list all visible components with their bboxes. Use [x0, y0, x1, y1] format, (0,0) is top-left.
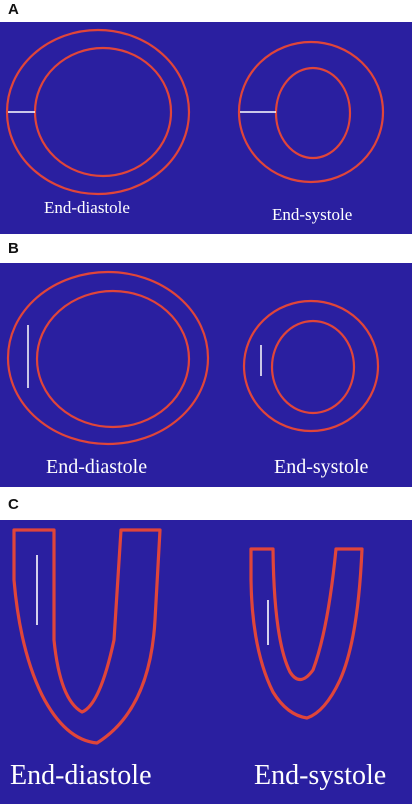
panel-c-letter: C	[8, 496, 19, 513]
c-end-diastole-label: End-diastole	[10, 760, 152, 791]
b-systole-outer-wall	[242, 299, 380, 433]
c-systole-wall-outline	[249, 547, 364, 720]
b-systole-inner-wall	[270, 319, 356, 415]
c-diastole-wall-outline	[12, 528, 162, 745]
panel-b-letter: B	[8, 240, 19, 257]
panel-b: End-diastole End-systole	[0, 263, 412, 487]
panel-a-diagram	[5, 28, 385, 196]
a-systole-outer-wall	[237, 40, 385, 184]
c-end-systole-label: End-systole	[254, 760, 387, 791]
panel-a: End-diastole End-systole	[0, 22, 412, 234]
a-diastole-inner-wall	[33, 46, 173, 178]
panel-c-diagram	[12, 528, 364, 745]
b-diastole-inner-wall	[35, 289, 191, 429]
b-end-systole-label: End-systole	[274, 456, 369, 478]
a-end-systole-label: End-systole	[272, 205, 353, 224]
b-end-diastole-label: End-diastole	[46, 456, 148, 478]
panel-b-diagram	[6, 270, 380, 446]
panel-c: End-diastole End-systole	[0, 520, 412, 804]
a-systole-inner-wall	[274, 66, 352, 160]
a-diastole-outer-wall	[5, 28, 191, 196]
b-diastole-outer-wall	[6, 270, 210, 446]
a-end-diastole-label: End-diastole	[44, 198, 130, 217]
panel-a-letter: A	[8, 1, 19, 18]
